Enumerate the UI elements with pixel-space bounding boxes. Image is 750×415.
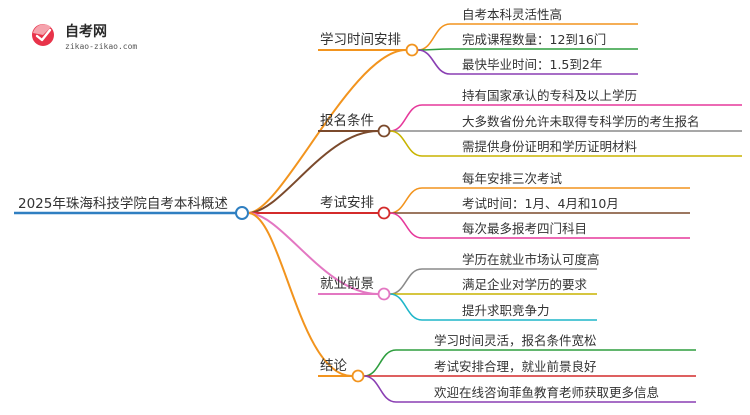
leaf-connector [417,23,451,51]
leaf-label[interactable]: 学习时间灵活，报名条件宽松 [434,333,597,348]
root-label[interactable]: 2025年珠海科技学院自考本科概述 [18,196,228,212]
branch-node-circle[interactable] [351,369,365,383]
leaf-connector [389,293,423,321]
leaf-label[interactable]: 大多数省份允许未取得专科学历的考生报名 [462,114,700,129]
leaf-connector [363,349,397,377]
branch-label[interactable]: 学习时间安排 [320,32,401,48]
branch-connector [247,130,379,214]
branch-label[interactable]: 结论 [320,358,347,374]
leaf-label[interactable]: 欢迎在线咨询菲鱼教育老师获取更多信息 [434,385,659,400]
leaf-label[interactable]: 完成课程数量：12到16门 [462,32,606,47]
root-node-circle[interactable] [235,206,249,220]
leaf-label[interactable]: 自考本科灵活性高 [462,7,562,22]
leaf-connector [389,187,423,214]
leaf-label[interactable]: 最快毕业时间：1.5到2年 [462,57,602,72]
leaf-connector [389,268,423,295]
leaf-connector [389,212,423,239]
leaf-label[interactable]: 需提供身份证明和学历证明材料 [462,139,638,154]
logo-title: 自考网 [65,23,107,40]
leaf-connector [389,104,423,132]
leaf-connector [417,49,451,75]
leaf-label[interactable]: 考试安排合理，就业前景良好 [434,359,597,374]
logo-subtitle: zikao-zikao.com [65,42,137,51]
leaf-label[interactable]: 学历在就业市场认可度高 [462,252,600,267]
leaf-label[interactable]: 提升求职竞争力 [462,303,550,318]
branch-node-circle[interactable] [405,43,419,57]
connector-layer [14,23,742,403]
leaf-connector [389,130,423,157]
leaf-label[interactable]: 考试时间：1月、4月和10月 [462,196,619,211]
site-logo[interactable]: 自考网 zikao-zikao.com [32,23,137,51]
branch-connector [247,212,353,377]
leaf-label[interactable]: 每次最多报考四门科目 [462,221,587,236]
branch-label[interactable]: 考试安排 [320,195,374,211]
node-layer: 2025年珠海科技学院自考本科概述 学习时间安排 自考本科灵活性高完成课程数量：12… [18,7,700,400]
branch-label[interactable]: 报名条件 [320,112,374,129]
branch-node-circle[interactable] [377,206,391,220]
leaf-connector [363,375,397,403]
branch-label[interactable]: 就业前景 [320,275,374,292]
logo-badge-highlight [33,24,51,35]
leaf-label[interactable]: 持有国家承认的专科及以上学历 [462,88,637,103]
branch-node-circle[interactable] [377,287,391,301]
leaf-label[interactable]: 满足企业对学历的要求 [462,277,588,292]
branch-node-circle[interactable] [377,124,391,138]
leaf-label[interactable]: 每年安排三次考试 [462,171,563,186]
logo-check-icon [35,28,52,42]
branch-connector [247,212,379,295]
